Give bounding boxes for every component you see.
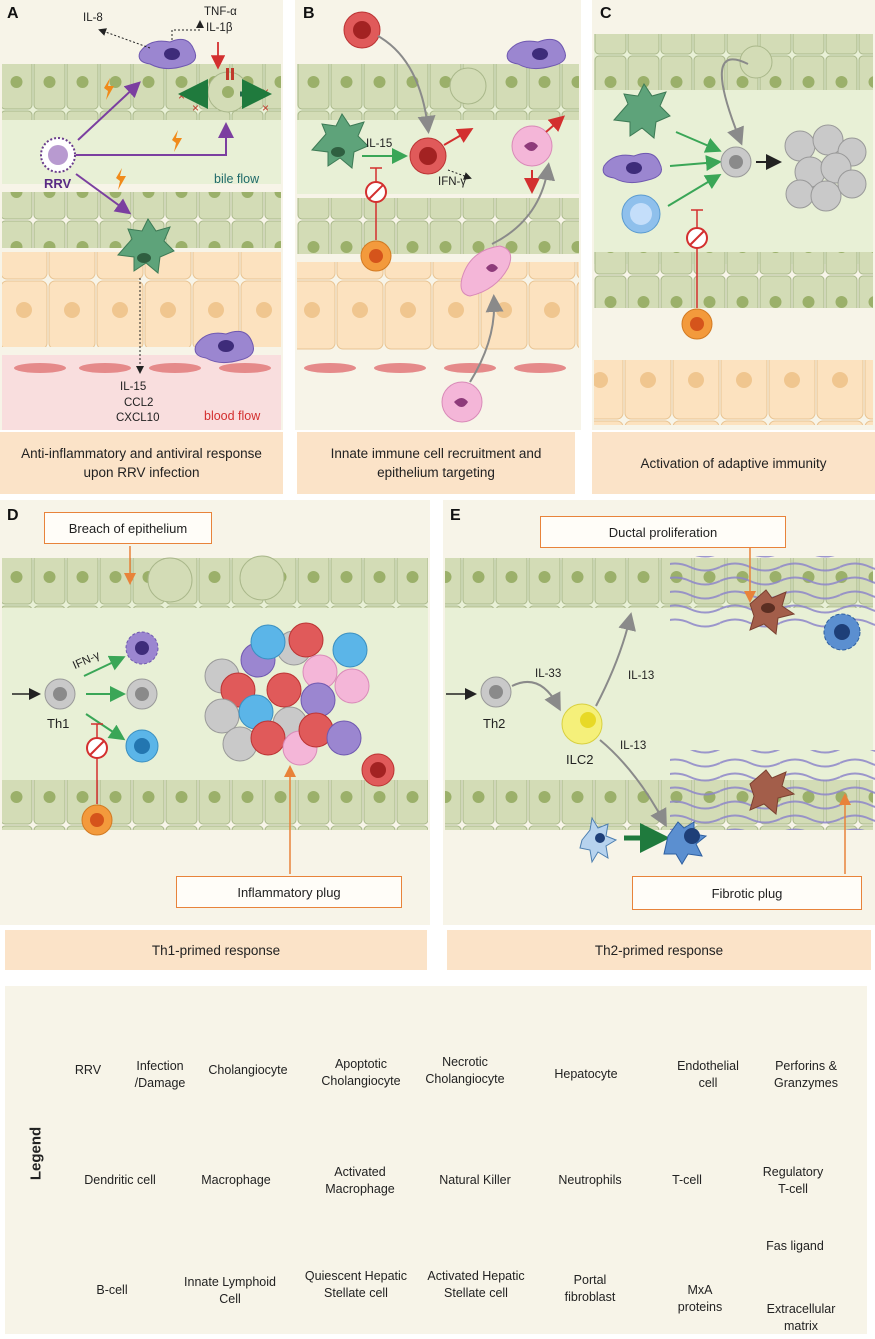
label-th1: Th1 — [47, 716, 70, 731]
panel-letter-e: E — [450, 507, 461, 524]
label-il8: IL-8 — [83, 12, 103, 24]
svg-text:×: × — [262, 85, 269, 99]
legend-label-mxa: MxA proteins — [677, 1283, 723, 1314]
legend-label-natural-killer: Natural Killer — [439, 1173, 511, 1187]
legend-title: Legend — [27, 1126, 45, 1181]
inflammatory-plug-box: Inflammatory plug — [176, 876, 402, 908]
legend-label-infection: Infection /Damage — [134, 1059, 186, 1090]
label-cxcl10: CXCL10 — [116, 412, 160, 424]
legend-label-endothelial: Endothelial cell — [677, 1059, 739, 1090]
svg-text:×: × — [262, 101, 269, 115]
panel-letter-b: B — [303, 5, 315, 22]
legend-label-regulatory-t-cell: Regulatory T-cell — [762, 1165, 824, 1196]
svg-text:×: × — [192, 101, 199, 115]
ductal-proliferation-box: Ductal proliferation — [540, 516, 786, 548]
svg-text:×: × — [178, 89, 185, 103]
label-blood-flow: blood flow — [204, 409, 261, 423]
caption-panel-b: Innate immune cell recruitment and epith… — [297, 432, 575, 494]
legend-label-activated-hsc: Activated Hepatic Stellate cell — [427, 1269, 525, 1300]
legend-label-b-cell: B-cell — [96, 1283, 128, 1297]
label-il1b: IL-1β — [206, 22, 233, 34]
label-bile-flow: bile flow — [214, 172, 260, 186]
legend-label-ilc: Innate Lymphoid Cell — [184, 1275, 276, 1306]
legend-label-macrophage: Macrophage — [201, 1173, 271, 1187]
legend-label-ecm: Extracellular matrix — [766, 1302, 836, 1333]
caption-panel-e: Th2-primed response — [447, 930, 871, 970]
label-tnf-alpha: TNF-α — [204, 6, 237, 18]
label-il15: IL-15 — [120, 381, 147, 393]
legend-label-t-cell: T-cell — [672, 1173, 702, 1187]
legend-label-necrotic: Necrotic Cholangiocyte — [425, 1055, 505, 1086]
fibrotic-plug-box: Fibrotic plug — [632, 876, 862, 910]
label-il13-top: IL-13 — [628, 670, 655, 682]
label-rrv: RRV — [44, 176, 72, 191]
legend-label-activated-macrophage: Activated Macrophage — [325, 1165, 395, 1196]
label-il15-b: IL-15 — [366, 138, 393, 150]
breach-of-epithelium-box: Breach of epithelium — [44, 512, 212, 544]
panel-letter-a: A — [7, 5, 19, 22]
legend-label-neutrophils: Neutrophils — [558, 1173, 622, 1187]
caption-panel-d: Th1-primed response — [5, 930, 427, 970]
label-ilc2: ILC2 — [566, 752, 594, 767]
label-th2: Th2 — [483, 716, 506, 731]
panel-letter-d: D — [7, 507, 19, 524]
legend-label-apoptotic: Apoptotic Cholangiocyte — [321, 1057, 401, 1088]
legend-label-cholangiocyte: Cholangiocyte — [208, 1063, 288, 1077]
legend-panel — [5, 986, 867, 1334]
label-il13-bottom: IL-13 — [620, 740, 647, 752]
caption-panel-c: Activation of adaptive immunity — [592, 432, 875, 494]
caption-panel-a: Anti-inflammatory and antiviral response… — [0, 432, 283, 494]
legend-label-portal-fibroblast: Portal fibroblast — [564, 1273, 616, 1304]
label-il33: IL-33 — [535, 668, 562, 680]
legend-label-quiescent-hsc: Quiescent Hepatic Stellate cell — [304, 1269, 408, 1300]
legend-label-rrv: RRV — [74, 1063, 102, 1077]
legend-label-fas-ligand: Fas ligand — [766, 1239, 824, 1253]
panel-letter-c: C — [600, 5, 612, 22]
label-ccl2: CCL2 — [124, 397, 154, 409]
legend-label-perforins: Perforins & Granzymes — [774, 1059, 838, 1090]
legend-label-dendritic: Dendritic cell — [84, 1173, 156, 1187]
legend-label-hepatocyte: Hepatocyte — [554, 1067, 618, 1081]
label-ifng-b: IFN-γ — [438, 176, 467, 188]
